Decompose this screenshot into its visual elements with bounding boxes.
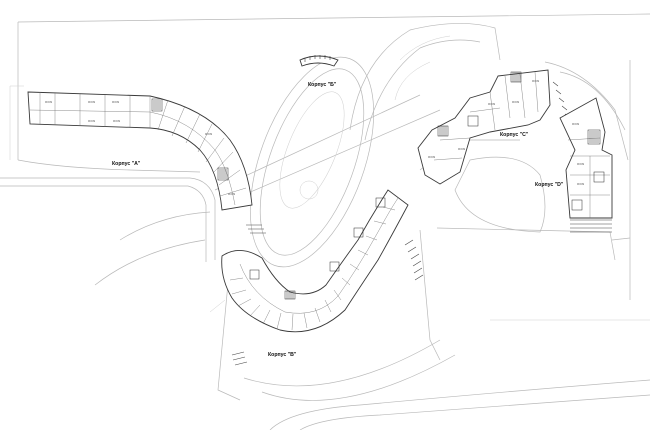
stair-icon: [284, 290, 296, 300]
svg-text:ROOM: ROOM: [512, 102, 519, 104]
building-b-label: Корпус "Б": [308, 82, 337, 88]
building-d: ROOM ROOM ROOM: [559, 97, 613, 233]
stair-icon: [593, 171, 605, 183]
svg-text:ROOM: ROOM: [88, 102, 95, 104]
building-v-label: Корпус "В": [268, 352, 297, 358]
stair-icon: [375, 197, 386, 208]
building-d-label: Корпус "D": [535, 182, 564, 188]
building-c-label: Корпус "C": [500, 132, 529, 138]
site-lines: [0, 13, 650, 430]
stair-icon: [217, 167, 229, 181]
stair-icon: [467, 115, 479, 127]
svg-text:ROOM: ROOM: [228, 194, 235, 196]
svg-text:ROOM: ROOM: [577, 164, 584, 166]
building-v: [221, 189, 409, 333]
svg-text:ROOM: ROOM: [113, 121, 120, 123]
stair-icon: [249, 269, 260, 280]
stair-icon: [571, 199, 583, 211]
building-a-label: Корпус "A": [112, 161, 141, 167]
svg-text:ROOM: ROOM: [428, 157, 435, 159]
svg-text:ROOM: ROOM: [205, 134, 212, 136]
stair-icon: [437, 125, 449, 137]
stair-icon: [329, 261, 340, 272]
stair-icon: [151, 98, 163, 112]
svg-text:ROOM: ROOM: [577, 184, 584, 186]
svg-text:ROOM: ROOM: [458, 149, 465, 151]
stair-icon: [353, 227, 364, 238]
stair-icon: [587, 129, 601, 145]
building-c: ROOM ROOM ROOM ROOM ROOM: [417, 69, 551, 185]
svg-text:ROOM: ROOM: [532, 81, 539, 83]
svg-text:ROOM: ROOM: [45, 102, 52, 104]
stair-icon: [510, 71, 522, 83]
svg-text:ROOM: ROOM: [572, 124, 579, 126]
parking-stripes: [231, 81, 571, 366]
svg-text:ROOM: ROOM: [88, 121, 95, 123]
building-b-canopy: [299, 55, 339, 67]
building-a: ROOM ROOM ROOM ROOM ROOM ROOM ROOM: [27, 91, 253, 211]
svg-text:ROOM: ROOM: [112, 102, 119, 104]
svg-text:ROOM: ROOM: [488, 104, 495, 106]
